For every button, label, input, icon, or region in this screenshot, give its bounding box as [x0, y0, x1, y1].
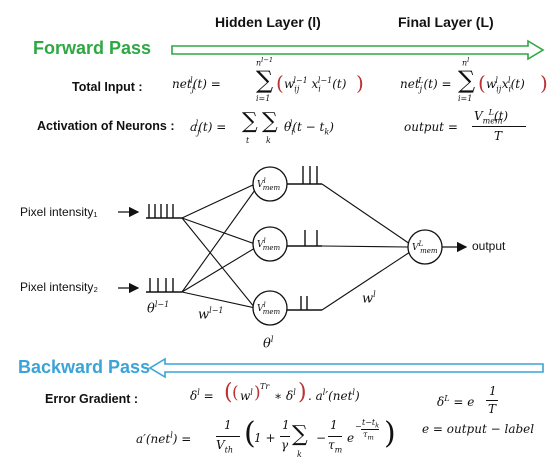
hidden3-spike-train	[287, 296, 322, 311]
error-definition: e = output − label	[422, 422, 535, 436]
hidden-layer-header: Hidden Layer (l)	[215, 14, 321, 30]
input-hidden-connections	[181, 183, 256, 309]
w-prev-label: wl−1	[198, 306, 224, 323]
net-hidden-formula: netjl(t) = nl−1 ∑ i=1 ( wijl−1 xil−1(t) …	[172, 56, 364, 103]
activation-hidden-formula: ajl(t) = ∑ t ∑ k θil(t − tk)	[190, 109, 334, 145]
error-gradient-label: Error Gradient :	[45, 392, 139, 406]
forward-pass-arrow	[171, 39, 545, 61]
delta-l-formula: δl = ( ( wl ) Tr ∗ δl ) . al′(netl)	[190, 380, 360, 405]
forward-pass-title: Forward Pass	[33, 38, 152, 58]
final-layer-header: Final Layer (L)	[398, 14, 494, 30]
input1-label: Pixel intensity₁	[20, 205, 98, 219]
net-final-formula: netjL(t) = nl ∑ i=1 ( wijl xil(t) )	[400, 56, 548, 103]
hidden2-spike-train	[287, 230, 322, 247]
hidden1-spike-train	[287, 166, 322, 185]
hidden-output-connections	[321, 183, 411, 311]
activation-final-formula: output = VmemL(t) T	[404, 106, 544, 148]
input2-spike-train	[146, 278, 182, 293]
theta-l-label: θl	[263, 335, 274, 352]
theta-prev-label: θl−1	[147, 300, 170, 317]
delta-final-formula: δL = e 1 T	[437, 384, 498, 416]
hidden-neuron-3-label: Vlmem	[257, 301, 281, 316]
final-layer-header-text: Final Layer (L)	[398, 14, 494, 30]
a-prime-formula: a′(netl) = 1 Vth ( 1 + 1 γ ∑ k − 1 τm e …	[136, 416, 396, 459]
output-label: output	[472, 239, 506, 253]
backward-pass-arrow	[148, 357, 544, 379]
hidden-neuron-2	[252, 226, 288, 262]
input1-spike-train	[146, 204, 182, 219]
activation-label: Activation of Neurons :	[37, 119, 175, 133]
w-l-label: wl	[362, 290, 376, 307]
hidden-neuron-1-label: Vlmem	[257, 177, 281, 192]
hidden-neuron-2-label: Vlmem	[257, 237, 281, 252]
input2-label: Pixel intensity₂	[20, 280, 99, 294]
hidden-layer-header-text: Hidden Layer (l)	[215, 14, 321, 30]
hidden-neuron-3	[252, 290, 288, 326]
total-input-label: Total Input :	[72, 80, 143, 94]
backward-pass-title: Backward Pass	[18, 357, 151, 377]
output-neuron-label: VLmem	[412, 240, 438, 255]
